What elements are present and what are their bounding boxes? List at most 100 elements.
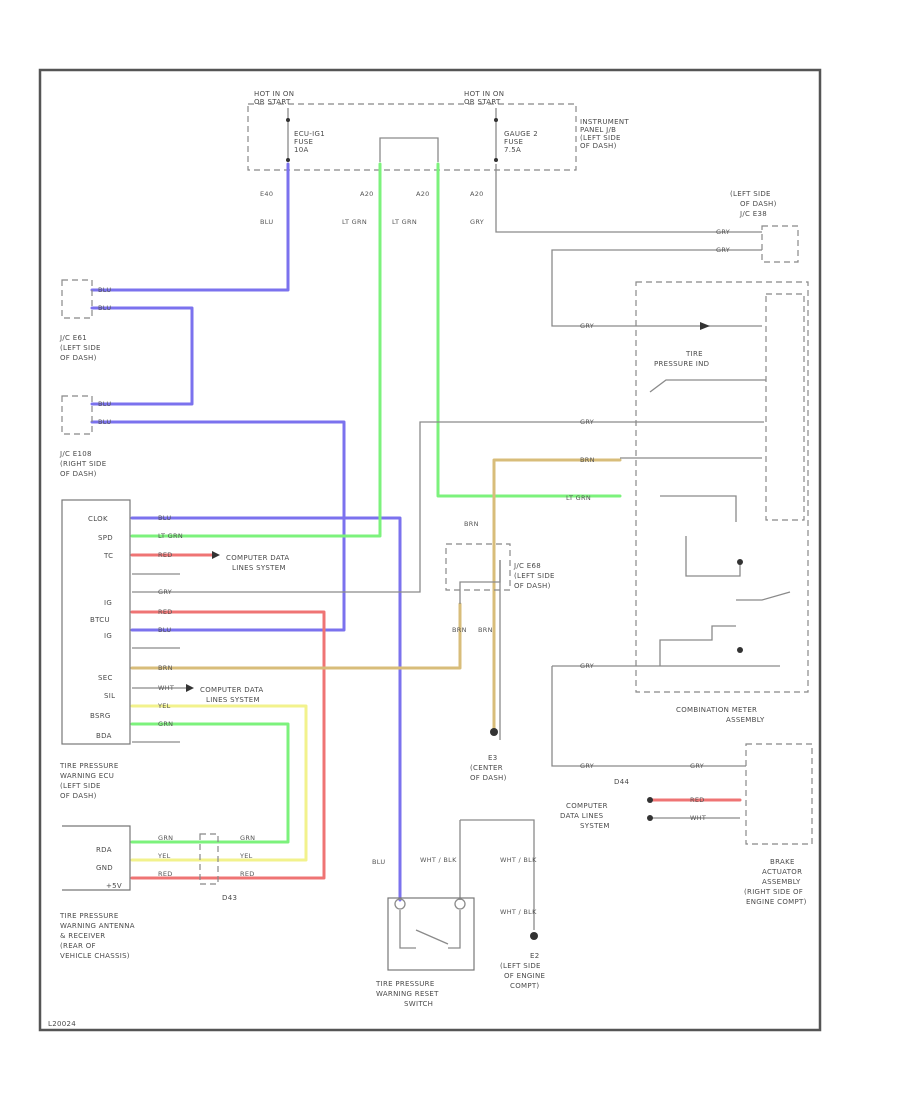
meter-title-1: COMBINATION METER bbox=[676, 706, 757, 714]
blue-wire-fuse-to-jc bbox=[90, 162, 290, 292]
fuse-ecu-word: FUSE bbox=[294, 138, 313, 146]
jc-e108-connector bbox=[61, 395, 93, 435]
ground-e3-label: E3 bbox=[488, 754, 497, 762]
antenna-pin-0: RDA bbox=[96, 846, 112, 854]
fuse-gauge-top-dot bbox=[494, 118, 498, 122]
instrument-panel-jb-box bbox=[247, 103, 577, 171]
connector-d44: D44 bbox=[614, 778, 629, 786]
arrow-computer-data-2 bbox=[186, 684, 194, 692]
brake-title-1: BRAKE bbox=[770, 858, 795, 866]
wire-switch-whtblk: WHT / BLK bbox=[420, 856, 457, 864]
jc-e61-pin2-wire: BLU bbox=[98, 304, 111, 312]
blue-wire-jc-loop bbox=[90, 306, 194, 406]
wire-ig-blu: BLU bbox=[158, 626, 171, 634]
tire-ind-lead bbox=[649, 379, 766, 393]
reset-title-3: SWITCH bbox=[404, 1000, 433, 1008]
jc-e61-dash: OF DASH) bbox=[60, 354, 97, 362]
reset-switch-terminal-right bbox=[454, 898, 466, 910]
gray-wire-loop-meter bbox=[551, 249, 762, 327]
meter-transistor-2-loop bbox=[659, 625, 736, 666]
meter-transistor-1-loop bbox=[685, 536, 741, 577]
ig-relay-left-label: OR START bbox=[254, 98, 291, 106]
footer-code: L20024 bbox=[48, 1020, 76, 1028]
antenna-title-5: VEHICLE CHASSIS) bbox=[60, 952, 130, 960]
ground-e3-dot bbox=[490, 728, 498, 736]
ecu-pin-9: SEC bbox=[98, 674, 113, 682]
ground-e2-b: OF ENGINE bbox=[504, 972, 545, 980]
brake-red: RED bbox=[690, 796, 705, 804]
antenna-title-2: WARNING ANTENNA bbox=[60, 922, 135, 930]
wire-label-a20-r: A20 bbox=[416, 190, 430, 198]
reset-switch-terminal-left bbox=[394, 898, 406, 910]
jc-e108-pin2-wire: BLU bbox=[98, 418, 111, 426]
ecu-title-2: WARNING ECU bbox=[60, 772, 114, 780]
ecu-pin-12: BDA bbox=[96, 732, 112, 740]
fuse-box-junction-loop bbox=[379, 137, 439, 162]
jc-e108-side: (RIGHT SIDE bbox=[60, 460, 106, 468]
wire-ltgrn-left-label: LT GRN bbox=[342, 218, 367, 226]
brake-title-5: ENGINE COMPT) bbox=[746, 898, 807, 906]
jc-top-right-dash: OF DASH) bbox=[740, 200, 777, 208]
computer-data-3c: SYSTEM bbox=[580, 822, 610, 830]
yellow-wire-sil-to-antenna bbox=[130, 704, 308, 862]
jc-e68-brn-right: BRN bbox=[478, 626, 493, 634]
ig-relay-right-label: OR START bbox=[464, 98, 501, 106]
wire-switch-blu: BLU bbox=[372, 858, 385, 866]
ecu-pin-7: IG bbox=[104, 632, 112, 640]
fuse-gauge-amps: 7.5A bbox=[504, 146, 521, 154]
meter-title-2: ASSEMBLY bbox=[726, 716, 765, 724]
jc-e68-connector bbox=[445, 543, 511, 591]
combination-meter-box bbox=[635, 281, 809, 693]
wire-switch-whtblk-3: WHT / BLK bbox=[500, 908, 537, 916]
left-side-dash-top-label: (LEFT SIDE bbox=[580, 134, 621, 142]
wire-5v-red: RED bbox=[158, 870, 173, 878]
wire-spd-ltgrn: LT GRN bbox=[158, 532, 183, 540]
wire-label-a20-l: A20 bbox=[360, 190, 374, 198]
ecu-title-3: (LEFT SIDE bbox=[60, 782, 101, 790]
wire-yel-ecu: YEL bbox=[157, 702, 171, 710]
gray-wire-switch-ground bbox=[460, 819, 535, 930]
instrument-panel-label: INSTRUMENT bbox=[580, 118, 629, 126]
meter-gry-3: GRY bbox=[580, 322, 594, 330]
brake-actuator-box bbox=[745, 743, 813, 845]
meter-arrow-top bbox=[700, 322, 710, 330]
computer-data-2b: LINES SYSTEM bbox=[206, 696, 260, 704]
brake-gry-1: GRY bbox=[580, 762, 594, 770]
computer-data-1b: LINES SYSTEM bbox=[232, 564, 286, 572]
brake-title-2: ACTUATOR bbox=[762, 868, 802, 876]
ecu-pin-11: BSRG bbox=[90, 712, 111, 720]
jc-top-right-ref: J/C E38 bbox=[739, 210, 767, 218]
ground-e2-a: (LEFT SIDE bbox=[500, 962, 541, 970]
ground-e3-a: (CENTER bbox=[470, 764, 503, 772]
meter-transistor-1-dot bbox=[737, 559, 743, 565]
meter-gry-4: GRY bbox=[580, 418, 594, 426]
fuse-gauge-word: FUSE bbox=[504, 138, 523, 146]
computer-data-3a: COMPUTER bbox=[566, 802, 608, 810]
jc-e61-connector bbox=[61, 279, 93, 319]
computer-data-2a: COMPUTER DATA bbox=[200, 686, 264, 694]
meter-transistor-2-dot bbox=[737, 647, 743, 653]
wire-gry-top-label: GRY bbox=[470, 218, 484, 226]
reset-switch-right-lead bbox=[448, 910, 461, 949]
fuse-ecu-bottom-dot bbox=[286, 158, 290, 162]
jc-e108-label: J/C E108 bbox=[59, 450, 92, 458]
green-wire-to-meter bbox=[436, 162, 622, 498]
jc-e68-brn-left: BRN bbox=[452, 626, 467, 634]
hot-on-left-label: HOT IN ON bbox=[254, 90, 294, 98]
arrow-computer-data-1 bbox=[212, 551, 220, 559]
green-wire-rda bbox=[130, 722, 290, 844]
jc-e108-dash: OF DASH) bbox=[60, 470, 97, 478]
connector-d43-label: D43 bbox=[222, 894, 237, 902]
meter-gry-5: GRY bbox=[580, 662, 594, 670]
jc-e61-label: J/C E61 bbox=[59, 334, 87, 342]
blue-wire-to-ecu-ig bbox=[90, 420, 346, 632]
ecu-pin-10: SIL bbox=[104, 692, 115, 700]
wire-btcu-red: RED bbox=[158, 608, 173, 616]
fuse-ecu-label: ECU-IG1 bbox=[294, 130, 325, 138]
wire-ltgrn-right-label: LT GRN bbox=[392, 218, 417, 226]
computer-data-1a: COMPUTER DATA bbox=[226, 554, 290, 562]
ecu-pin-0: CLOK bbox=[88, 515, 108, 523]
jc-e61-side: (LEFT SIDE bbox=[60, 344, 101, 352]
tire-ind-1: TIRE bbox=[685, 350, 703, 358]
ground-e2-dot bbox=[530, 932, 538, 940]
